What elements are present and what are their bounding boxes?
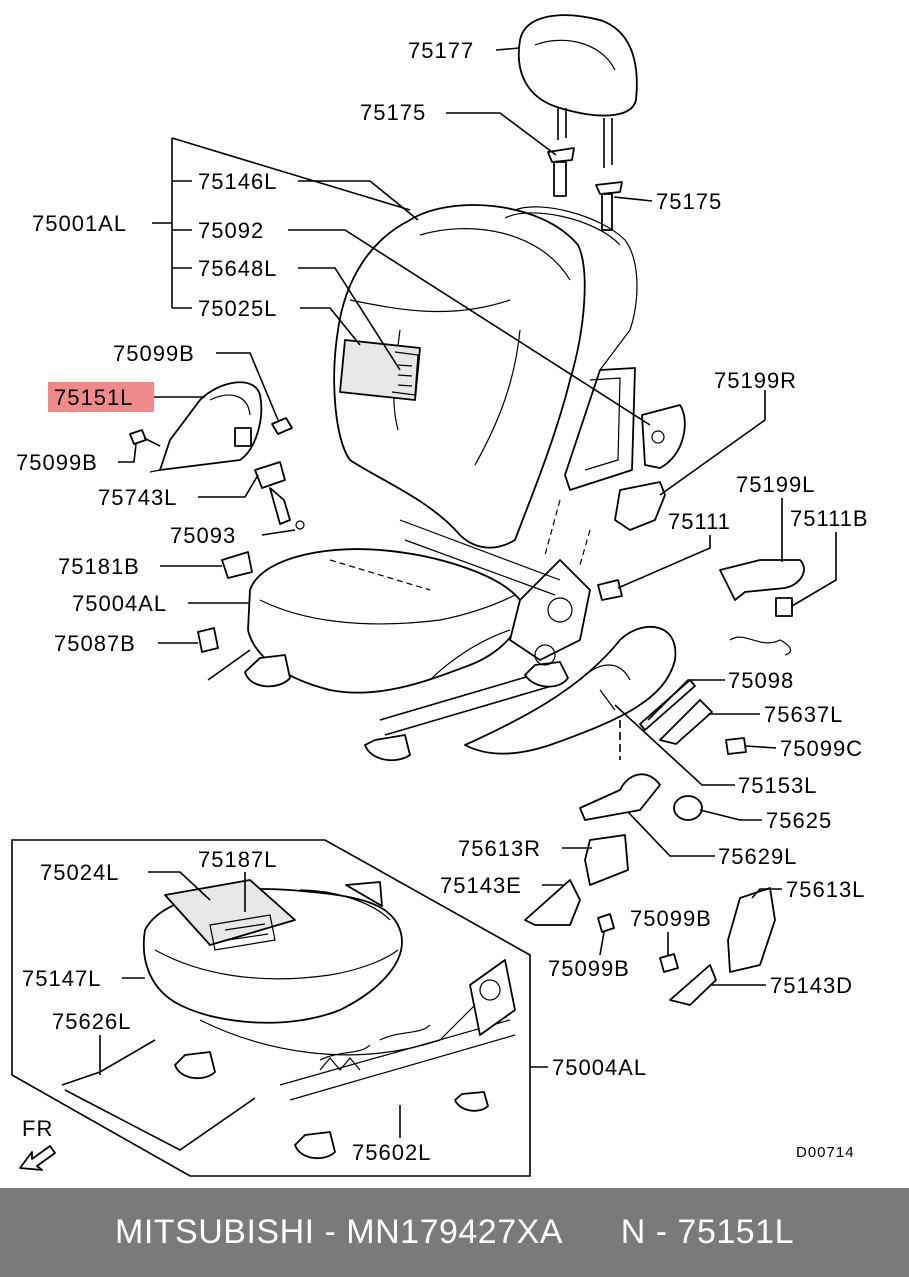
seat-back — [333, 204, 638, 549]
label-75181B: 75181B — [58, 554, 140, 579]
part-labels: 75177 75175 75175 75146L 75001AL 75092 7… — [16, 38, 869, 1165]
diagram-code: D00714 — [796, 1144, 855, 1161]
label-75147L: 75147L — [22, 966, 101, 991]
headrest — [517, 14, 638, 168]
label-75743L: 75743L — [98, 485, 177, 510]
brackets — [524, 559, 805, 1006]
label-75099B-b: 75099B — [16, 450, 98, 475]
label-fr: FR — [22, 1116, 53, 1141]
label-75199L: 75199L — [736, 472, 815, 497]
label-75625: 75625 — [766, 808, 832, 833]
label-75111: 75111 — [668, 509, 731, 534]
fasteners — [129, 417, 793, 973]
highlight-box — [48, 382, 154, 412]
label-75637L: 75637L — [764, 702, 843, 727]
label-75092: 75092 — [198, 218, 264, 243]
label-75004AL-a: 75004AL — [72, 591, 167, 616]
label-75093: 75093 — [170, 523, 236, 548]
label-75613L: 75613L — [786, 877, 865, 902]
inset-cushion-detail — [11, 839, 548, 1177]
label-75153L: 75153L — [738, 773, 817, 798]
label-75177: 75177 — [408, 38, 474, 63]
label-75001AL: 75001AL — [32, 211, 127, 236]
label-75648L: 75648L — [198, 256, 277, 281]
label-75613R: 75613R — [458, 836, 541, 861]
label-75187L: 75187L — [198, 847, 277, 872]
label-75175-top: 75175 — [360, 100, 426, 125]
label-75111B: 75111B — [790, 506, 869, 531]
label-75098: 75098 — [728, 668, 794, 693]
label-75087B: 75087B — [54, 631, 136, 656]
label-75175-right: 75175 — [656, 189, 722, 214]
label-75151L: 75151L — [54, 385, 133, 410]
footer-part-number: MITSUBISHI - MN179427XA N - 75151L — [115, 1213, 794, 1251]
label-75099B-c: 75099B — [630, 906, 712, 931]
label-75099B-d: 75099B — [548, 956, 630, 981]
label-75025L: 75025L — [198, 296, 277, 321]
label-75099B-a: 75099B — [113, 341, 195, 366]
headrest-guides — [547, 147, 623, 231]
seat-side-cover — [464, 626, 677, 755]
label-75199R: 75199R — [714, 368, 797, 393]
footer-bar: MITSUBISHI - MN179427XA N - 75151L — [0, 1188, 909, 1277]
label-75099C: 75099C — [780, 736, 863, 761]
label-75629L: 75629L — [718, 844, 797, 869]
seat-parts-diagram: 75177 75175 75175 75146L 75001AL 75092 7… — [11, 14, 869, 1177]
label-75146L: 75146L — [198, 169, 277, 194]
label-75004AL-b: 75004AL — [552, 1055, 647, 1080]
leader-lines — [118, 47, 837, 986]
label-75602L: 75602L — [352, 1140, 431, 1165]
label-75626L: 75626L — [52, 1009, 131, 1034]
label-75024L: 75024L — [40, 860, 119, 885]
seat-back-frame — [564, 367, 686, 531]
label-75143E: 75143E — [440, 873, 522, 898]
part-75151L-cover — [149, 381, 263, 473]
label-75143D: 75143D — [770, 973, 853, 998]
seat-cushion-assembly — [244, 519, 591, 762]
